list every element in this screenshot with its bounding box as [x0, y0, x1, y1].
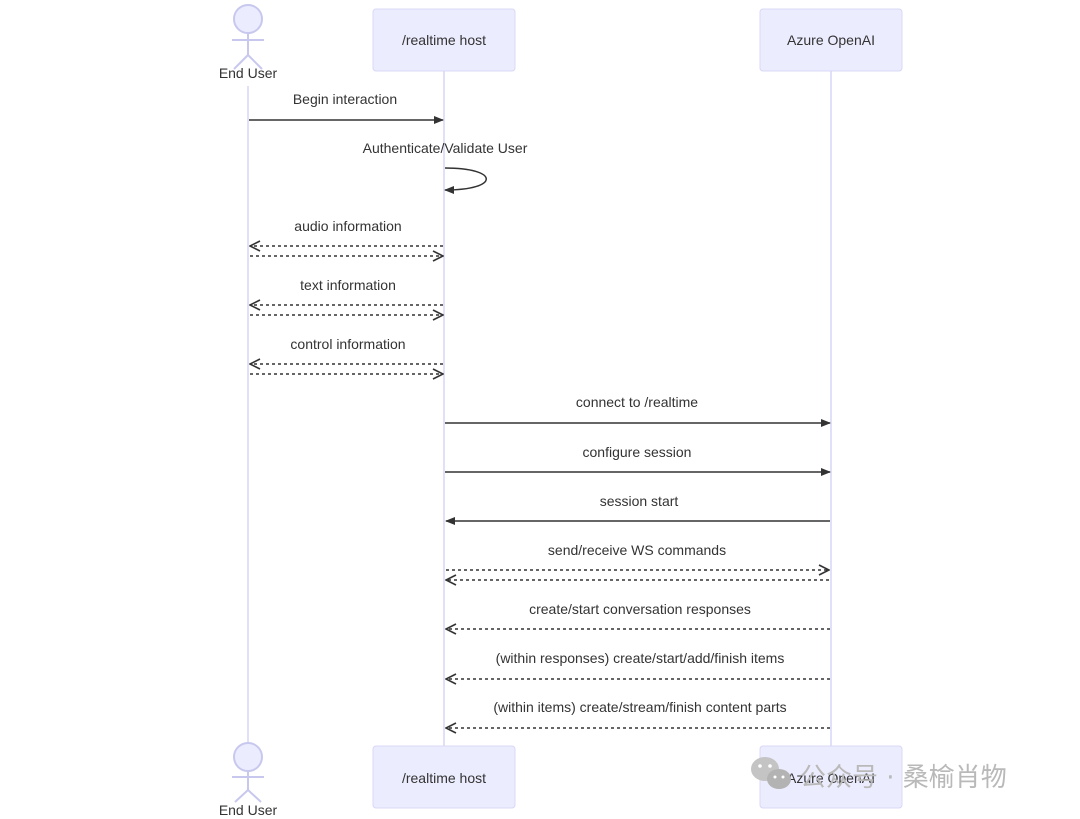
message-label: create/start conversation responses [529, 601, 751, 617]
wechat-icon [751, 757, 791, 789]
watermark-text: 公众号 · 桑榆肖物 [800, 763, 1007, 793]
participant-host-top: /realtime host [372, 8, 516, 72]
message-label: (within items) create/stream/finish cont… [493, 699, 786, 715]
self-message-arrow [444, 167, 487, 194]
message-label: configure session [583, 444, 692, 460]
participant-label-user-bottom: End User [219, 802, 278, 818]
participant-user-bottom: End User [219, 742, 278, 818]
participant-label-host-top: /realtime host [402, 32, 486, 48]
messages: Begin interaction Authenticate/Validate … [249, 91, 831, 728]
actor-figure-icon [232, 4, 264, 70]
message-label: send/receive WS commands [548, 542, 726, 558]
participant-aoai-top: Azure OpenAI [759, 8, 903, 72]
participant-label-user-top: End User [219, 65, 278, 81]
participant-user-top: End User [219, 4, 278, 81]
message-label: Begin interaction [293, 91, 397, 107]
participant-host-bottom: /realtime host [372, 745, 516, 809]
participant-label-aoai-top: Azure OpenAI [787, 32, 875, 48]
message-label: session start [600, 493, 679, 509]
message-label: (within responses) create/start/add/fini… [496, 650, 785, 666]
participant-label-aoai-bottom: Azure OpenAI [787, 770, 875, 786]
participant-label-host-bottom: /realtime host [402, 770, 486, 786]
watermark: 公众号 · 桑榆肖物 [751, 757, 1007, 793]
message-label: audio information [294, 218, 401, 234]
message-label: connect to /realtime [576, 394, 698, 410]
message-label: control information [290, 336, 405, 352]
lifelines [247, 71, 832, 746]
message-label: text information [300, 277, 396, 293]
message-label: Authenticate/Validate User [363, 140, 528, 156]
actor-figure-icon [232, 742, 264, 803]
